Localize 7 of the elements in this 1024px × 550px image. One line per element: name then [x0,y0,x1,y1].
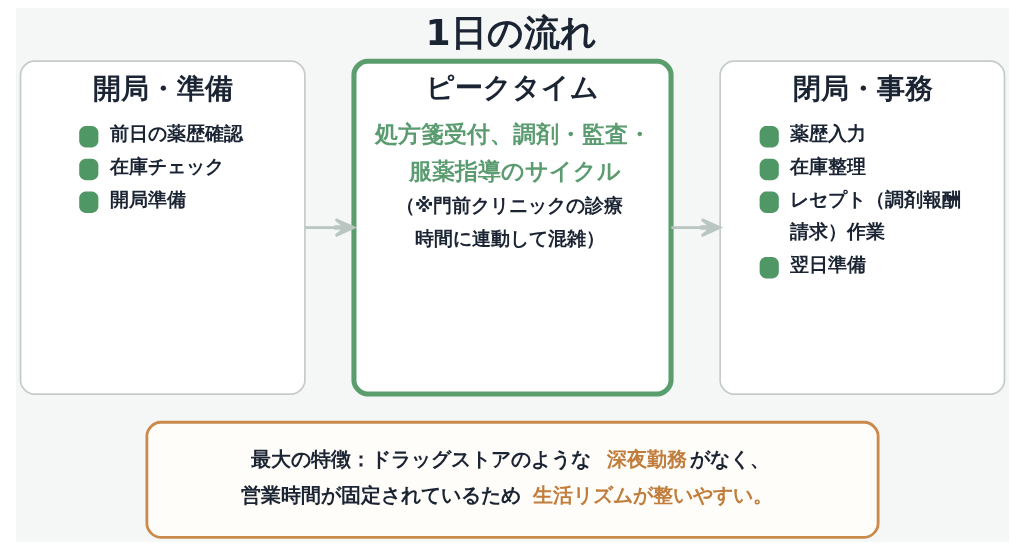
arrow [670,218,721,238]
diagram-title: 1日の流れ [425,10,597,54]
node-box: 開局・準備 前日の薬歴確認 在庫チェック 開局準備 [19,60,306,395]
node-box: 最大の特徴：ドラッグストアのような深夜勤務がなく、営業時間が固定されているため生活リズムが整いやすい。 [145,420,879,539]
node-box: ピークタイム 処方箋受付、調剤・監査・服薬指導のサイクル （※門前クリニックの診療時間に連動して混雑） [350,58,674,397]
arrow [304,218,355,238]
node-box: 閉局・事務 薬歴入力 在庫整理 レセプト（調剤報酬請求）作業 翌日準備 [718,60,1005,395]
